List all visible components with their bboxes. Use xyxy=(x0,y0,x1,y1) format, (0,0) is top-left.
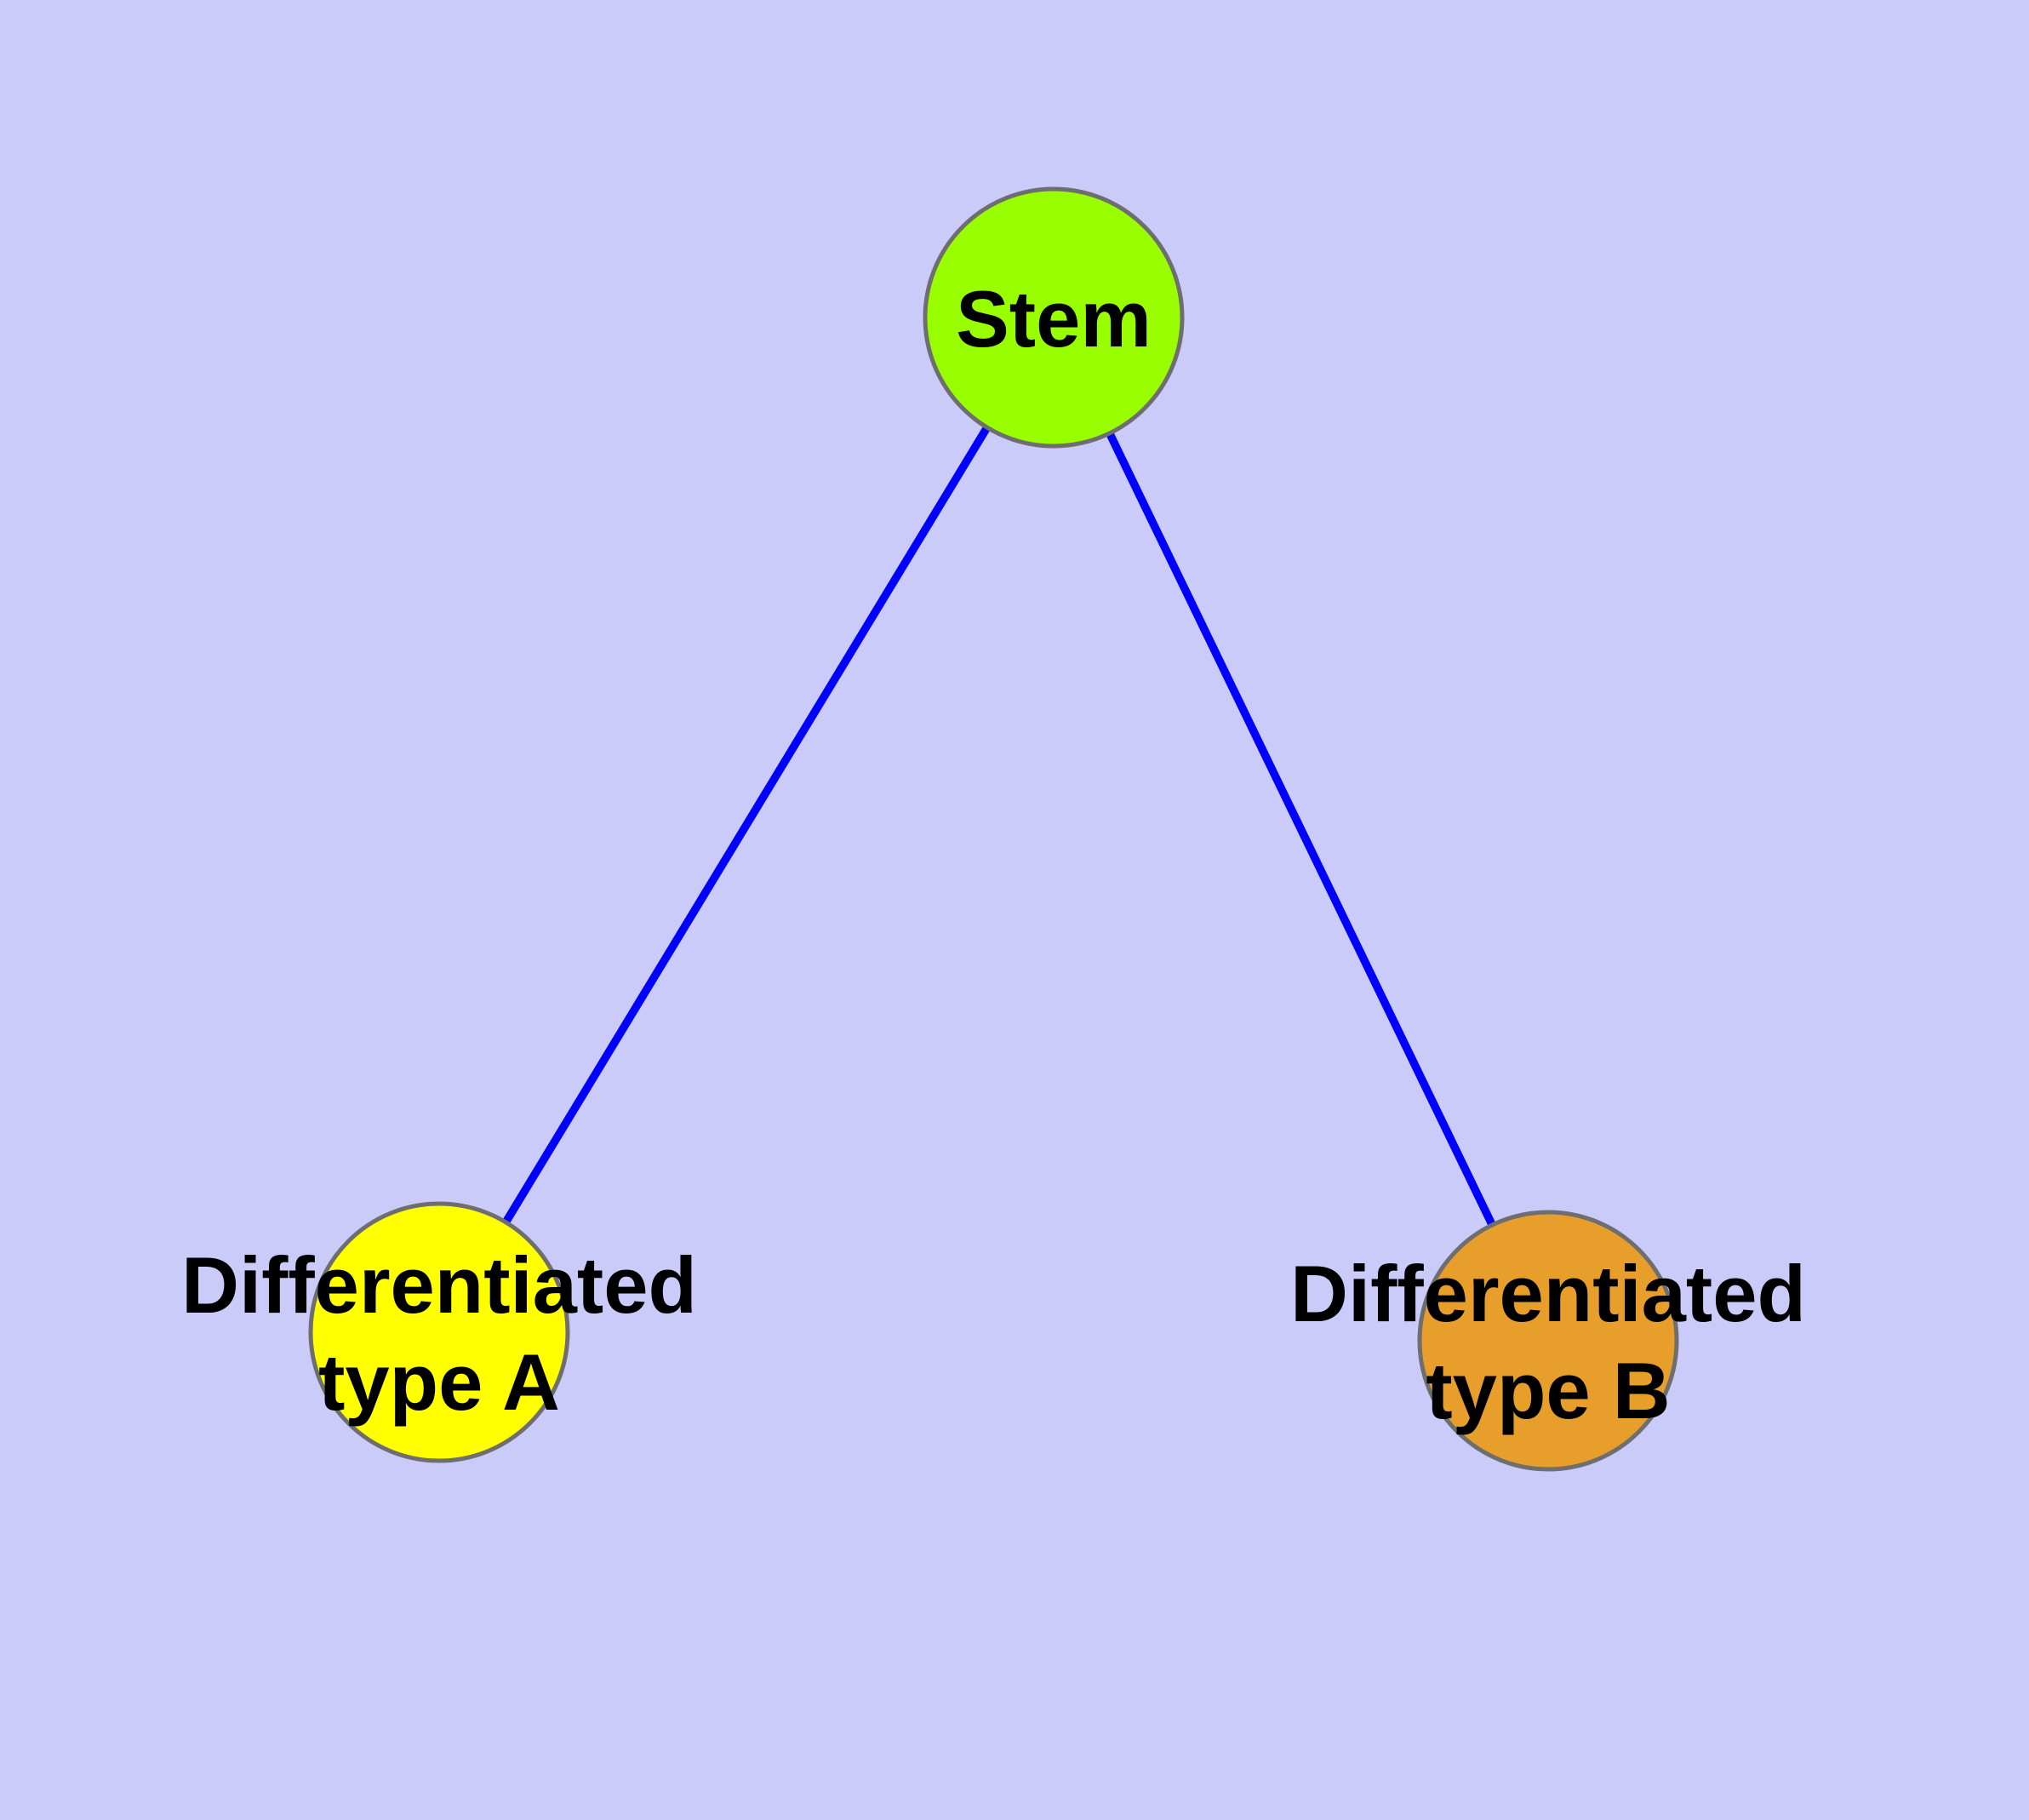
node-type-a-label-line2: type A xyxy=(318,1337,560,1427)
node-stem-circle xyxy=(923,186,1185,449)
node-type-a-circle xyxy=(308,1201,570,1463)
node-type-b-circle xyxy=(1417,1210,1679,1472)
edge-stem-to-type-b xyxy=(1049,315,1552,1343)
node-type-a-label-line1: Differentiated xyxy=(181,1240,697,1330)
node-type-b-label-line1: Differentiated xyxy=(1290,1249,1806,1338)
edge-stem-to-type-a xyxy=(435,315,1058,1335)
node-stem-label: Stem xyxy=(956,274,1152,363)
node-type-b-label-line2: type B xyxy=(1426,1346,1670,1435)
